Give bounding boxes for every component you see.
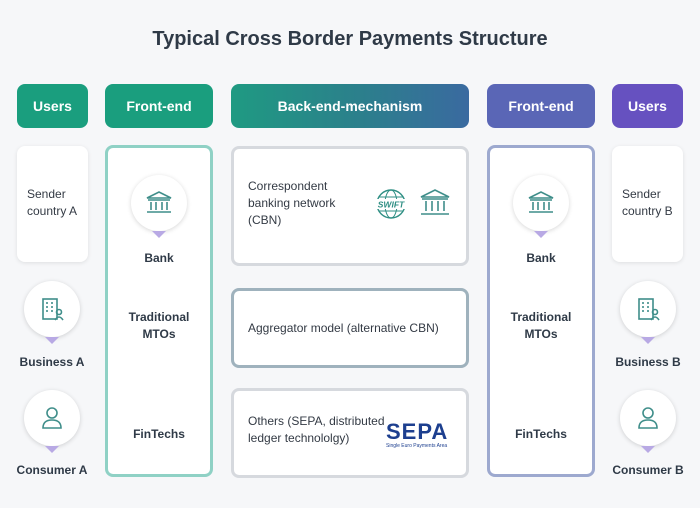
bank-label-left: Bank [144, 251, 174, 265]
business-label-left: Business A [19, 355, 85, 369]
pointer-tip [152, 231, 166, 238]
consumer-label-left: Consumer A [16, 463, 88, 477]
fintechs-label-right: FinTechs [515, 427, 567, 441]
consumer-icon-circle-right [620, 390, 676, 446]
sepa-logo-subtitle: Single Euro Payments Area [386, 443, 448, 449]
others-text: Others (SEPA, distributed ledger technol… [248, 413, 385, 447]
bank-icon [146, 191, 172, 213]
bank-icon-circle-left [131, 175, 187, 231]
pointer-tip [641, 446, 655, 453]
page-title: Typical Cross Border Payments Structure [152, 28, 548, 50]
sender-card-right: Sender country B [612, 146, 683, 262]
bank-label-right: Bank [526, 251, 556, 265]
pointer-tip [45, 446, 59, 453]
mtos-line2: MTOs [142, 327, 176, 341]
cbn-line1: Correspondent [248, 178, 328, 193]
bank-icon [420, 189, 450, 215]
cbn-line3: (CBN) [248, 212, 282, 227]
mtos-label-left: Traditional MTOs [105, 309, 213, 343]
sepa-logo-text: SEPA [386, 419, 449, 444]
sender-card-left: Sender country A [17, 146, 88, 262]
cbn-box: Correspondent banking network (CBN) [231, 146, 469, 266]
sender-label-line1: Sender [622, 187, 661, 201]
bank-icon-circle-right [513, 175, 569, 231]
cbn-text: Correspondent banking network (CBN) [248, 178, 335, 229]
pointer-tip [45, 337, 59, 344]
office-building-icon [42, 298, 64, 321]
user-icon [638, 407, 658, 429]
consumer-icon-circle-left [24, 390, 80, 446]
pointer-tip [534, 231, 548, 238]
sender-label-line2: country A [27, 204, 78, 218]
mtos-label-right: Traditional MTOs [487, 309, 595, 343]
swift-globe-icon: SWIFT [375, 189, 407, 219]
header-users-right: Users [612, 84, 683, 128]
mtos-line2: MTOs [524, 327, 558, 341]
business-label-right: Business B [615, 355, 681, 369]
header-users-left: Users [17, 84, 88, 128]
user-icon [42, 407, 62, 429]
sender-label-line2: country B [622, 204, 673, 218]
business-icon-circle-left [24, 281, 80, 337]
business-icon-circle-right [620, 281, 676, 337]
mtos-line1: Traditional [510, 310, 572, 324]
sepa-logo: SEPA Single Euro Payments Area [386, 419, 458, 450]
pointer-tip [641, 337, 655, 344]
fintechs-label-left: FinTechs [133, 427, 185, 441]
others-line2: ledger technololgy) [248, 431, 350, 445]
header-frontend-right: Front-end [487, 84, 595, 128]
header-backend: Back-end-mechanism [231, 84, 469, 128]
aggregator-box: Aggregator model (alternative CBN) [231, 288, 469, 368]
mtos-line1: Traditional [128, 310, 190, 324]
swift-logo-text: SWIFT [378, 200, 405, 210]
sender-label-line1: Sender [27, 187, 66, 201]
office-building-icon [638, 298, 660, 321]
aggregator-text: Aggregator model (alternative CBN) [248, 320, 439, 335]
others-line1: Others (SEPA, distributed [248, 414, 385, 428]
bank-icon [528, 191, 554, 213]
cbn-line2: banking network [248, 195, 336, 210]
consumer-label-right: Consumer B [612, 463, 684, 477]
others-box: Others (SEPA, distributed ledger technol… [231, 388, 469, 478]
header-frontend-left: Front-end [105, 84, 213, 128]
